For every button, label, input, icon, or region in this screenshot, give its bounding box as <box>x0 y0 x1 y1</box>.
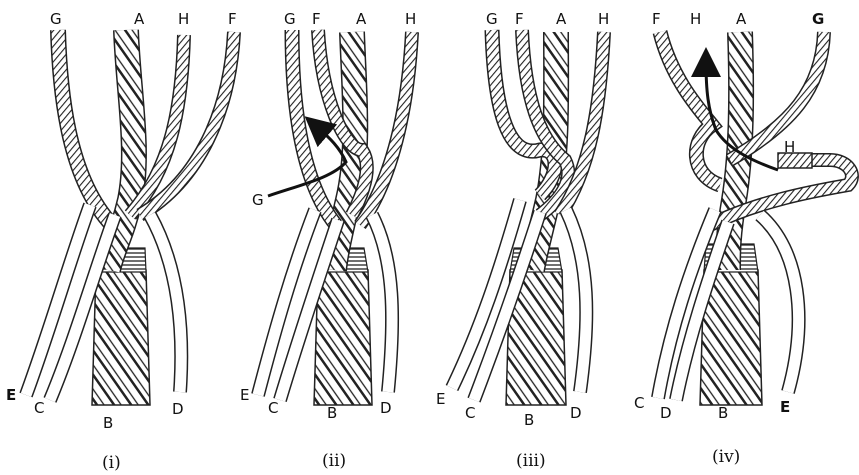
label-c: C <box>634 394 644 412</box>
label-a: A <box>356 10 367 28</box>
label-h-end: H <box>784 138 795 156</box>
label-e: E <box>6 386 16 404</box>
label-h: H <box>405 10 416 28</box>
label-a: A <box>736 10 747 28</box>
label-e: E <box>780 398 790 416</box>
caption-i: (i) <box>102 453 121 473</box>
label-h: H <box>598 10 609 28</box>
label-f: F <box>515 10 524 28</box>
label-e: E <box>240 386 249 404</box>
label-f: F <box>652 10 661 28</box>
label-c: C <box>34 399 44 417</box>
label-f: F <box>312 10 321 28</box>
label-c: C <box>465 404 475 422</box>
label-b: B <box>103 414 113 432</box>
panel-i: G A H F E C B D (i) <box>6 10 237 473</box>
label-b: B <box>524 411 534 429</box>
label-g: G <box>50 10 62 28</box>
caption-ii: (ii) <box>322 451 346 471</box>
label-g: G <box>812 10 824 28</box>
label-e: E <box>436 390 445 408</box>
label-b: B <box>718 404 728 422</box>
label-a: A <box>556 10 567 28</box>
caption-iv: (iv) <box>712 447 740 467</box>
label-h: H <box>178 10 189 28</box>
caption-iii: (iii) <box>516 451 546 471</box>
label-g: G <box>284 10 296 28</box>
rope-b-body <box>314 270 372 405</box>
label-g-tuck: G <box>252 191 264 209</box>
label-d: D <box>660 404 672 422</box>
label-a: A <box>134 10 145 28</box>
rope-b-body <box>92 270 150 405</box>
panel-iv: F H A G H C D B E (iv) <box>634 10 852 467</box>
label-h: H <box>690 10 701 28</box>
panel-ii: G F A H G E C B D (ii) <box>240 10 416 471</box>
label-d: D <box>172 400 184 418</box>
label-b: B <box>327 404 337 422</box>
label-g: G <box>486 10 498 28</box>
label-d: D <box>380 399 392 417</box>
label-c: C <box>268 399 278 417</box>
label-f: F <box>228 10 237 28</box>
panel-iii: G F A H E C B D (iii) <box>436 10 609 471</box>
label-d: D <box>570 404 582 422</box>
